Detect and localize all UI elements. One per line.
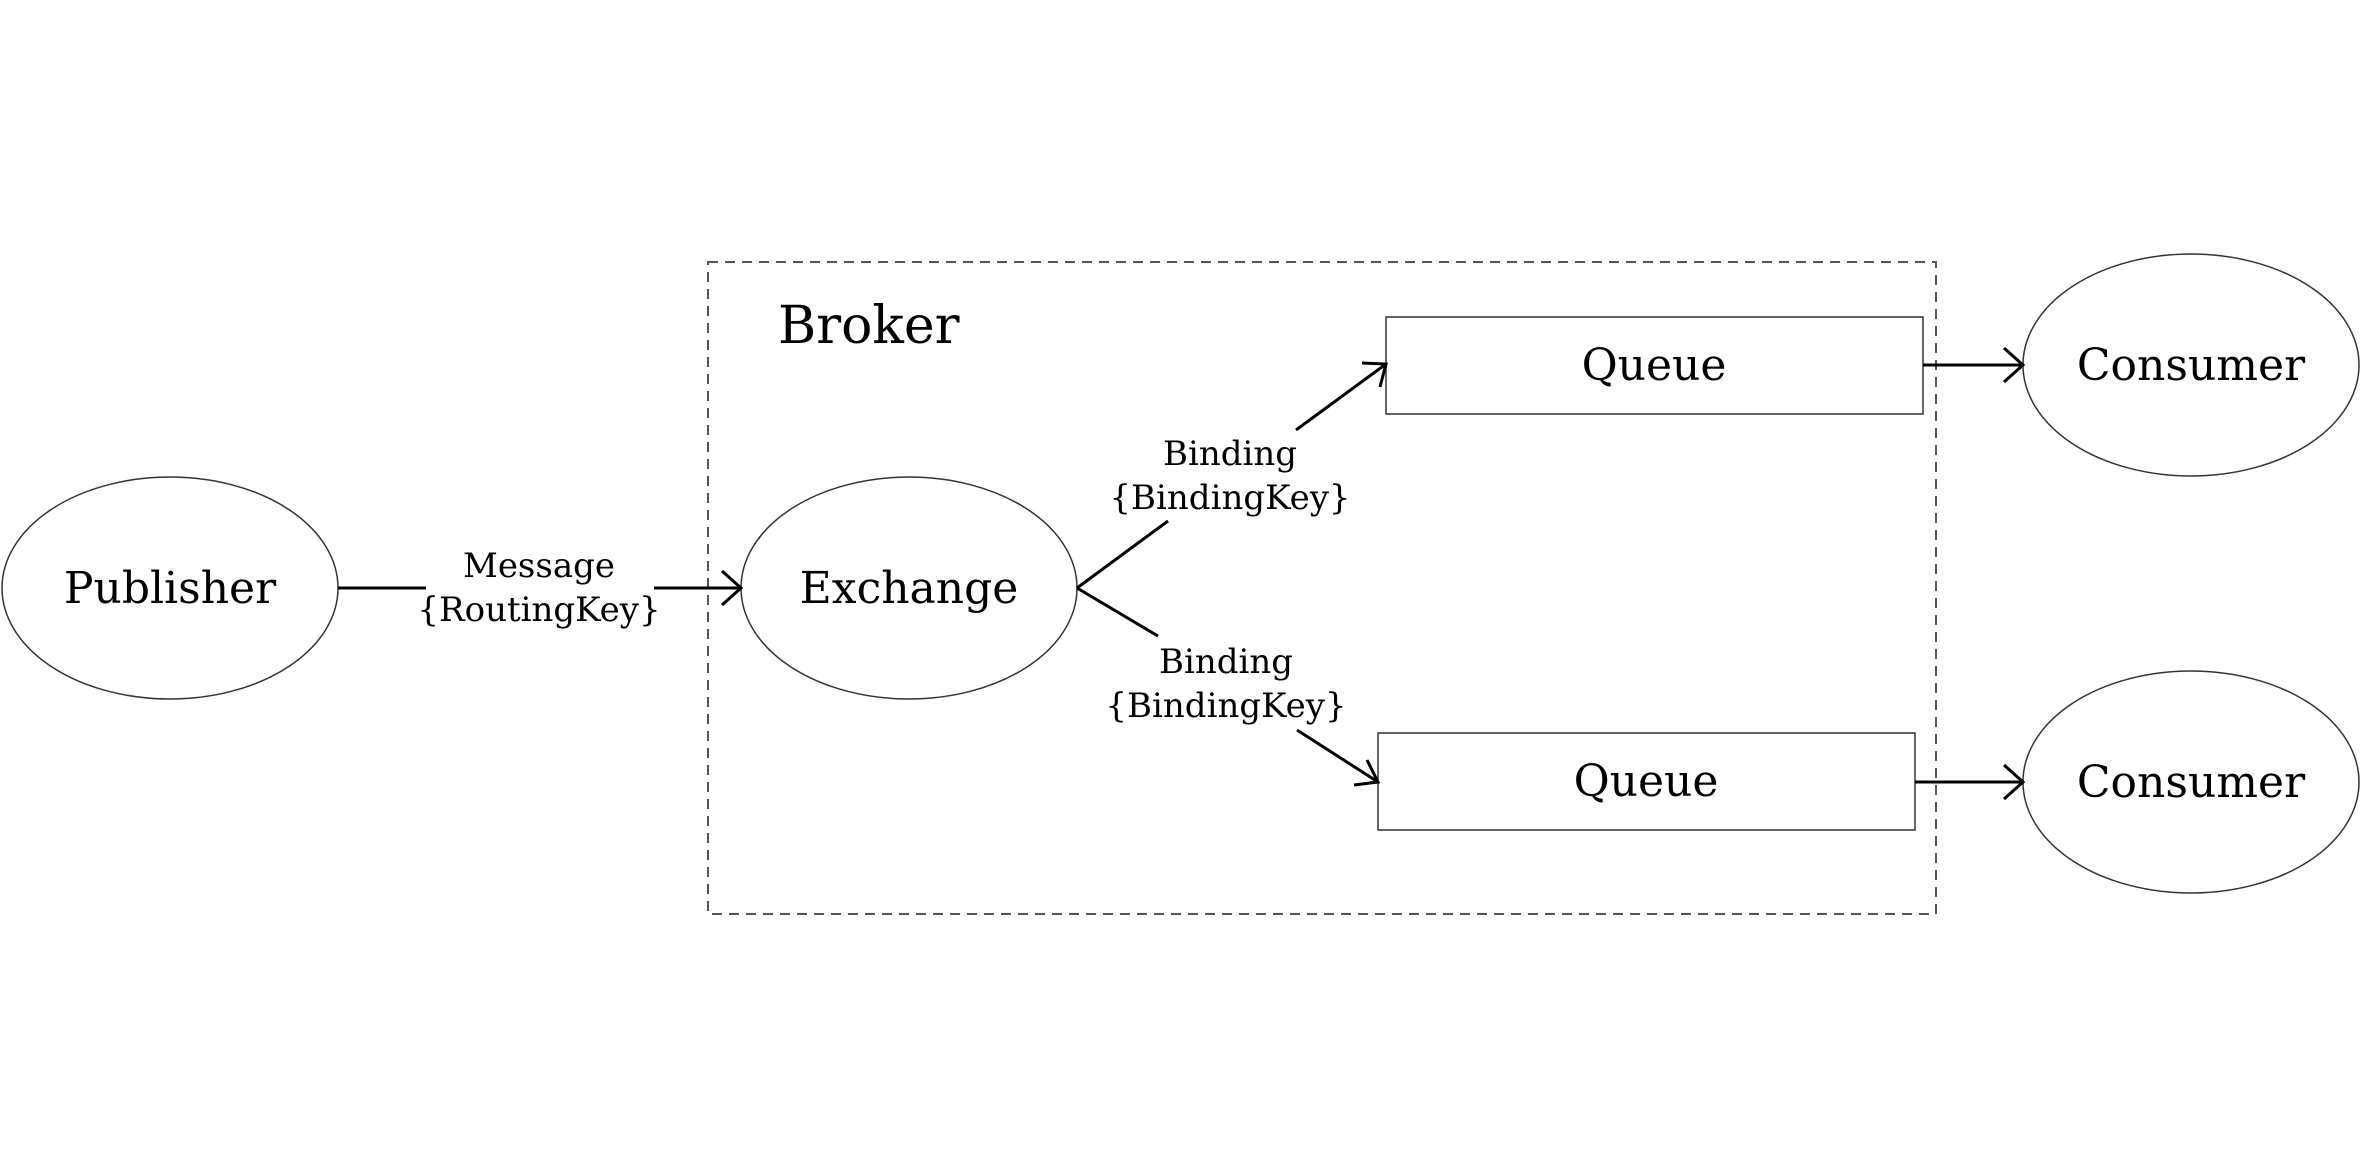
binding-bottom-line-upper [1076, 586, 1159, 638]
deliver-bottom-arrowhead [2002, 763, 2026, 801]
binding-top-line-upper [1295, 362, 1387, 432]
queue-top-label: Queue [1582, 340, 1727, 391]
deliver-top-edge [1923, 346, 2026, 384]
binding-bottom-arrowhead [1353, 759, 1381, 787]
publish-label-message: Message [463, 546, 615, 586]
publish-arrowhead [720, 569, 744, 607]
queue-bottom-label: Queue [1574, 756, 1719, 807]
consumer-bottom-node: Consumer [2022, 670, 2360, 894]
deliver-bottom-edge [1915, 763, 2026, 801]
exchange-label: Exchange [800, 563, 1019, 614]
consumer-bottom-label: Consumer [2077, 757, 2306, 808]
binding-bottom-label-binding: Binding [1159, 642, 1293, 682]
exchange-node: Exchange [740, 476, 1078, 700]
binding-bottom-line-lower [1296, 728, 1379, 784]
queue-bottom-node: Queue [1377, 732, 1916, 831]
binding-bottom-edge [1076, 586, 1381, 787]
consumer-top-node: Consumer [2022, 253, 2360, 477]
broker-label: Broker [778, 296, 960, 356]
queue-top-node: Queue [1385, 316, 1924, 415]
binding-top-label-bindingkey: {BindingKey} [1109, 478, 1350, 518]
consumer-top-label: Consumer [2077, 340, 2306, 391]
deliver-top-arrowhead [2002, 346, 2026, 384]
publisher-label: Publisher [64, 563, 277, 614]
binding-top-arrowhead [1361, 361, 1388, 388]
binding-top-line-lower [1076, 519, 1169, 590]
publish-label-routingkey: {RoutingKey} [417, 590, 660, 630]
publisher-node: Publisher [1, 476, 339, 700]
binding-top-label-binding: Binding [1163, 434, 1297, 474]
binding-bottom-label-bindingkey: {BindingKey} [1105, 686, 1346, 726]
publish-edge [338, 569, 744, 607]
binding-top-edge [1076, 361, 1388, 590]
